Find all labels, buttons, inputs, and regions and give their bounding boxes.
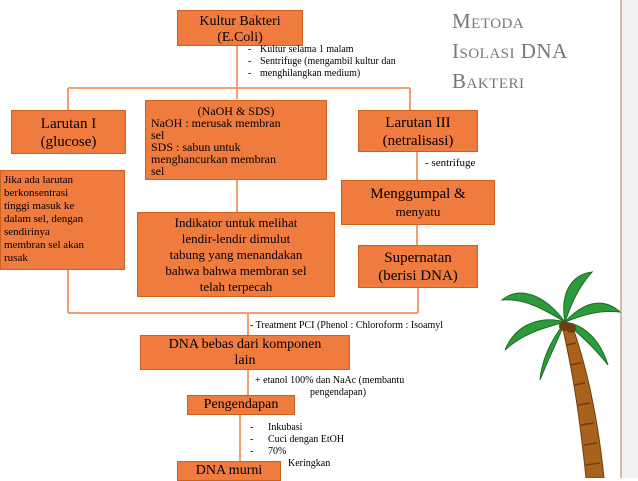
sentrifuge-note: - sentrifuge (425, 157, 476, 169)
pengendapan-box: Pengendapan (187, 395, 295, 415)
dna-bebas-line-1: DNA bebas dari komponen (168, 337, 322, 352)
larutan-2-line-1: (NaOH & SDS) (197, 104, 275, 118)
indikator-line-1: Indikator untuk melihat (174, 215, 298, 230)
pengendapan-label: Pengendapan (203, 397, 279, 412)
treatment-note: - Treatment PCI (Phenol : Chloroform : I… (250, 320, 444, 331)
supernatan-line-2: (berisi DNA) (378, 268, 458, 284)
jika-line-4: dalam sel, dengan (4, 213, 84, 225)
title-line-1: Metoda (452, 9, 525, 33)
jika-line-2: berkonsentrasi (4, 187, 69, 199)
kultur-step-3: menghilangkan medium) (248, 68, 438, 80)
slide-title: Metoda Isolasi DNA Bakteri (452, 6, 622, 96)
indikator-line-3: tabung yang menandakan (169, 247, 303, 262)
larutan-2-line-4: SDS : sabun untuk (151, 140, 241, 154)
indikator-line-4: bahwa bahwa membran sel (165, 263, 307, 278)
larutan-2-line-5: menghancurkan membran (151, 152, 276, 166)
title-line-3: Bakteri (452, 69, 525, 93)
palm-tree-illustration (500, 271, 622, 478)
larutan-2-line-3: sel (151, 128, 165, 142)
indikator-line-2: lendir-lendir dimulut (181, 231, 291, 246)
slide-edge-decoration (620, 0, 638, 478)
etanol-note: + etanol 100% dan NaAc (membantu pengend… (255, 375, 445, 399)
indikator-box: Indikator untuk melihat lendir-lendir di… (137, 212, 335, 297)
dna-bebas-box: DNA bebas dari komponen lain (140, 335, 350, 370)
supernatan-line-1: Supernatan (384, 250, 452, 266)
jika-line-5: sendirinya (4, 226, 50, 238)
larutan-2-line-2: NaOH : merusak membran (151, 116, 281, 130)
kultur-step-1: Kultur selama 1 malam (248, 44, 438, 56)
larutan-1-line-2: (glucose) (40, 134, 97, 150)
menggumpal-box: Menggumpal & menyatu (341, 180, 495, 225)
jika-line-3: tinggi masuk ke (4, 200, 75, 212)
final-step-1: Inkubasi (250, 422, 390, 434)
larutan-3-line-1: Larutan III (385, 115, 451, 131)
kultur-steps-note: Kultur selama 1 malam Sentrifuge (mengam… (248, 44, 438, 80)
etanol-line-2: pengendapan) (310, 387, 367, 398)
larutan-2-line-6: sel (151, 164, 165, 178)
kultur-bakteri-box: Kultur Bakteri (E.Coli) (177, 10, 303, 46)
indikator-line-5: telah terpecah (199, 279, 273, 294)
final-step-3: 70% (250, 446, 390, 458)
larutan-1-box: Larutan I (glucose) (11, 110, 126, 154)
title-line-2: Isolasi DNA (452, 39, 568, 63)
larutan-3-line-2: (netralisasi) (382, 133, 454, 149)
larutan-3-box: Larutan III (netralisasi) (358, 110, 478, 152)
dna-murni-label: DNA murni (195, 463, 263, 478)
larutan-1-line-1: Larutan I (40, 116, 97, 132)
kultur-step-2: Sentrifuge (mengambil kultur dan (248, 56, 438, 68)
kultur-line-2: (E.Coli) (217, 30, 263, 45)
jika-line-7: rusak (4, 252, 28, 264)
supernatan-box: Supernatan (berisi DNA) (358, 245, 478, 288)
jika-line-1: Jika ada larutan (4, 174, 74, 186)
etanol-line-1: + etanol 100% dan NaAc (membantu (255, 375, 405, 386)
menggumpal-line-2: menyatu (395, 204, 441, 219)
kultur-line-1: Kultur Bakteri (199, 14, 281, 29)
menggumpal-line-1: Menggumpal & (370, 186, 466, 202)
larutan-2-box: (NaOH & SDS) NaOH : merusak membran sel … (145, 100, 327, 180)
final-step-2: Cuci dengan EtOH (250, 434, 390, 446)
jika-larutan-box: Jika ada larutan berkonsentrasi tinggi m… (0, 170, 125, 270)
dna-murni-box: DNA murni (177, 461, 281, 481)
dna-bebas-line-2: lain (234, 353, 256, 368)
jika-line-6: membran sel akan (4, 239, 85, 251)
